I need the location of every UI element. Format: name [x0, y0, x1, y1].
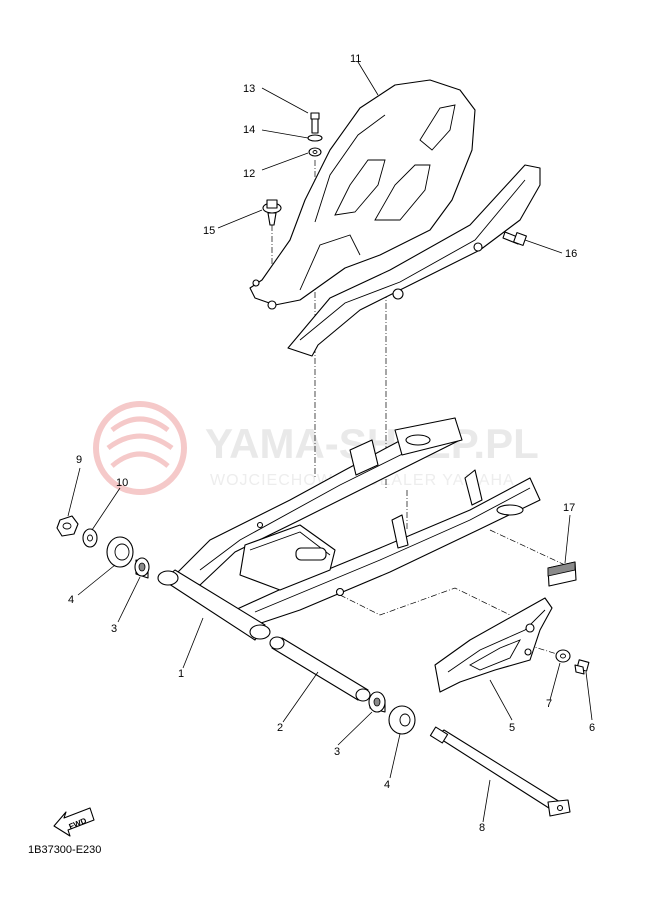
clip-15: [262, 199, 282, 226]
bolt-6: [574, 659, 590, 675]
callout-16: 16: [565, 248, 577, 260]
bolt-13: [310, 112, 320, 134]
callout-5: 5: [509, 722, 515, 734]
collar-2: [269, 636, 371, 702]
washer-14: [307, 134, 323, 142]
fwd-arrow-icon: FWD: [53, 807, 95, 837]
callout-15: 15: [203, 225, 215, 237]
pivot-shaft-8: [429, 726, 571, 817]
callout-4-right: 4: [384, 779, 390, 791]
callout-1: 1: [178, 668, 184, 680]
label-17: [547, 561, 577, 587]
callout-7: 7: [546, 698, 552, 710]
leader-lines: [67, 61, 593, 823]
callout-3-left: 3: [111, 623, 117, 635]
callout-13: 13: [243, 83, 255, 95]
oil-seal-4-left: [106, 536, 134, 568]
callouts: 11 13 14 12 15 16 9 10 4 3 1 17 7 6 5 2 …: [68, 53, 595, 834]
callout-9: 9: [76, 454, 82, 466]
collar-12: [308, 147, 322, 157]
bearing-3-right: [368, 691, 386, 713]
bearing-3-left: [134, 557, 150, 579]
diagram-code: 1B37300-E230: [28, 844, 102, 856]
callout-17: 17: [563, 502, 575, 514]
callout-2: 2: [277, 722, 283, 734]
callout-12: 12: [243, 168, 255, 180]
callout-8: 8: [479, 822, 485, 834]
screw-16: [502, 231, 527, 246]
callout-6: 6: [589, 722, 595, 734]
swingarm: [157, 417, 541, 641]
rear-fender: [249, 79, 476, 310]
collar-7: [555, 649, 571, 663]
callout-4-left: 4: [68, 594, 74, 606]
oil-seal-4-right: [388, 705, 416, 735]
callout-11: 11: [350, 53, 361, 65]
nut-9: [56, 515, 79, 537]
chain-guard-5: [434, 597, 553, 693]
callout-10: 10: [116, 477, 128, 489]
watermark-logo-icon: [93, 401, 187, 495]
upper-chain-guard: [287, 164, 541, 357]
callout-14: 14: [243, 124, 255, 136]
washer-10: [82, 528, 98, 548]
callout-3-right: 3: [334, 746, 340, 758]
